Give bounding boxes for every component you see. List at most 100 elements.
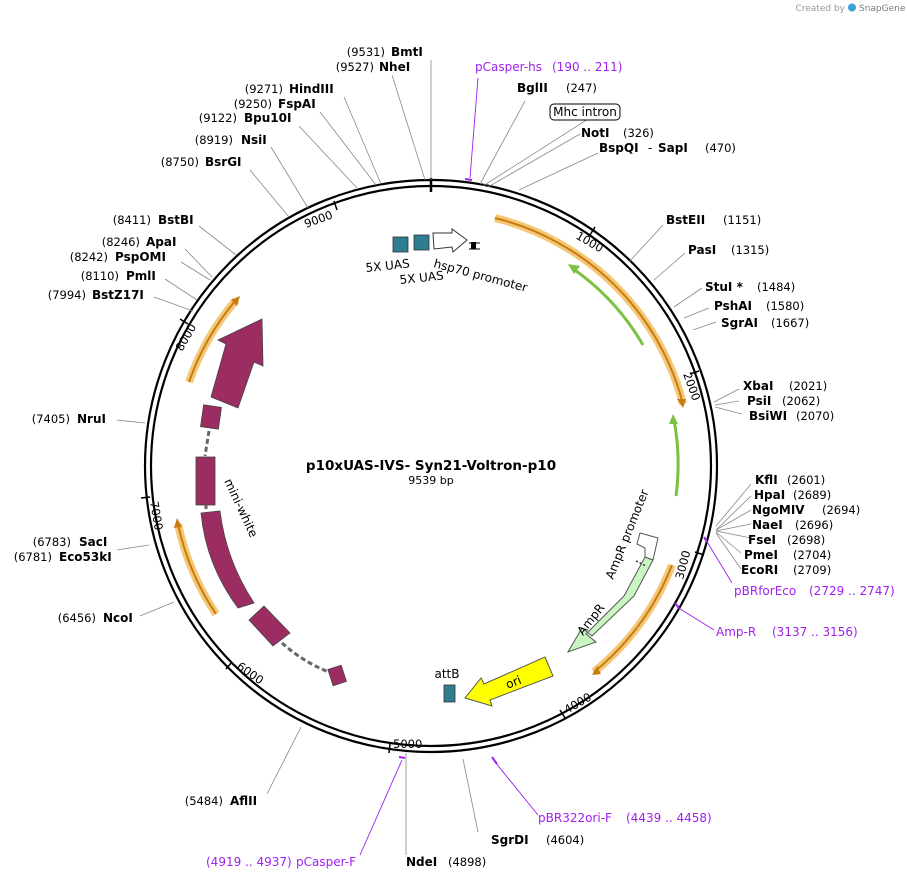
- mini-white-label: mini-white: [221, 476, 260, 539]
- site-pmei[interactable]: PmeI: [744, 548, 778, 562]
- site-bmti[interactable]: BmtI: [391, 45, 423, 59]
- site-bstz17i[interactable]: BstZ17I: [92, 288, 144, 302]
- ampr-promoter-dotted-mark: [635, 560, 647, 567]
- mini-white-exon-6[interactable]: [327, 664, 347, 687]
- site-ecori-pos: (2709): [793, 563, 831, 577]
- attb-label: attB: [435, 667, 460, 681]
- site-psii[interactable]: PsiI: [747, 394, 771, 408]
- site-noti-pos: (326): [623, 126, 654, 140]
- site-fspai[interactable]: FspAI: [278, 97, 316, 111]
- site-nhei[interactable]: NheI: [379, 60, 410, 74]
- site-bsiwi-pos: (2070): [796, 409, 834, 423]
- site-sgrai[interactable]: SgrAI: [721, 316, 758, 330]
- tick-label-9000: 9000: [302, 208, 334, 231]
- credit-text: Created by: [795, 4, 845, 14]
- site-bsteii-pos: (1151): [723, 213, 761, 227]
- mini-white-exon-2[interactable]: [200, 404, 222, 430]
- primer-pbrforeco-range: (2729 .. 2747): [809, 584, 895, 598]
- site-bsteii[interactable]: BstEII: [666, 213, 705, 227]
- site-hpai-pos: (2689): [793, 488, 831, 502]
- uas-label-2: 5X UAS: [399, 268, 445, 287]
- site-psii-pos: (2062): [782, 394, 820, 408]
- green-feature-arc-2[interactable]: [672, 419, 680, 497]
- primer-pbr322ori-f[interactable]: pBR322ori-F: [538, 811, 612, 825]
- snapgene-logo-icon: [848, 3, 856, 12]
- site-aflii[interactable]: AflII: [230, 794, 257, 808]
- site-bglii-pos: (247): [566, 81, 597, 95]
- orf-arc-upperleft[interactable]: [188, 299, 237, 383]
- uas-box-1[interactable]: [392, 236, 409, 253]
- orf-arc-lower[interactable]: [593, 564, 673, 673]
- primer-pcasper-f-range: (4919 .. 4937): [206, 855, 292, 869]
- site-ecori[interactable]: EcoRI: [741, 563, 778, 577]
- site-bspqi[interactable]: BspQI: [599, 141, 639, 155]
- site-pasi-pos: (1315): [731, 243, 769, 257]
- site-bsrgi[interactable]: BsrGI: [205, 155, 242, 169]
- mhc-intron-label: Mhc intron: [553, 105, 617, 119]
- site-fsei[interactable]: FseI: [748, 533, 776, 547]
- site-nhei-pos: (9527): [336, 60, 374, 74]
- ori-arrow[interactable]: [464, 656, 554, 707]
- site-pmli[interactable]: PmlI: [126, 269, 156, 283]
- orf-arc-left[interactable]: [177, 523, 217, 615]
- site-ndei[interactable]: NdeI: [406, 855, 437, 869]
- site-nsii[interactable]: NsiI: [241, 133, 267, 147]
- orf-arc-right-arrowhead: [677, 399, 686, 408]
- site-ncoi[interactable]: NcoI: [103, 611, 133, 625]
- site-apai[interactable]: ApaI: [146, 235, 176, 249]
- site-xbai[interactable]: XbaI: [743, 379, 773, 393]
- site-noti[interactable]: NotI: [581, 126, 610, 140]
- site-bstz17i-pos: (7994): [48, 288, 86, 302]
- site-kfli[interactable]: KflI: [755, 473, 778, 487]
- tick-label-5000: 5000: [393, 737, 422, 751]
- green-feature-arc-1[interactable]: [571, 266, 645, 346]
- primer-pbr322ori-f-range: (4439 .. 4458): [626, 811, 712, 825]
- site-sapi[interactable]: SapI: [658, 141, 688, 155]
- ampr-arrow[interactable]: [566, 556, 654, 653]
- tick-label-6000: 6000: [234, 659, 266, 687]
- uas-box-2[interactable]: [413, 234, 430, 251]
- site-nsii-pos: (8919): [195, 133, 233, 147]
- tick-label-7000: 7000: [147, 500, 166, 531]
- site-bpu10i-pos: (9122): [199, 111, 237, 125]
- site-stui[interactable]: StuI *: [705, 280, 744, 294]
- primer-pcasper-hs-range: (190 .. 211): [552, 60, 622, 74]
- site-bsiwi[interactable]: BsiWI: [749, 409, 787, 423]
- primer-pcasper-f[interactable]: pCasper-F: [296, 855, 356, 869]
- mini-white-exon-1[interactable]: [210, 318, 264, 409]
- site-ngomiv[interactable]: NgoMIV: [752, 503, 805, 517]
- site-aflii-pos: (5484): [185, 794, 223, 808]
- site-bstbi[interactable]: BstBI: [158, 213, 194, 227]
- orf-arc-right[interactable]: [494, 217, 684, 405]
- primer-pcasper-hs[interactable]: pCasper-hs: [475, 60, 542, 74]
- snapgene-brand: SnapGene: [859, 4, 906, 14]
- site-xbai-pos: (2021): [789, 379, 827, 393]
- site-hpai[interactable]: HpaI: [754, 488, 785, 502]
- site-bpu10i[interactable]: Bpu10I: [244, 111, 291, 125]
- ampr-promoter-arrow[interactable]: [636, 532, 659, 561]
- site-pspomi[interactable]: PspOMI: [115, 250, 166, 264]
- primer-pbrforeco[interactable]: pBRforEco: [734, 584, 796, 598]
- plasmid-length: 9539 bp: [408, 474, 453, 487]
- site-nrui[interactable]: NruI: [77, 412, 106, 426]
- site-bglii[interactable]: BglII: [517, 81, 548, 95]
- site-ngomiv-pos: (2694): [822, 503, 860, 517]
- site-sgrdi[interactable]: SgrDI: [491, 833, 529, 847]
- site-nrui-pos: (7405): [32, 412, 70, 426]
- mhc-intron-box[interactable]: [549, 103, 621, 121]
- primer-amp-r[interactable]: Amp-R: [716, 625, 756, 639]
- site-eco53ki[interactable]: Eco53kI: [59, 550, 112, 564]
- site-saci[interactable]: SacI: [79, 535, 107, 549]
- mini-white-exon-5[interactable]: [248, 605, 291, 647]
- site-hindiii[interactable]: HindIII: [289, 82, 334, 96]
- hsp70-promoter-label: hsp70 promoter: [432, 256, 529, 294]
- mini-white-exon-3[interactable]: [195, 456, 216, 506]
- site-naei[interactable]: NaeI: [752, 518, 783, 532]
- mini-white-exon-4[interactable]: [200, 510, 255, 609]
- attb-box[interactable]: [443, 684, 456, 703]
- green-feature-arc-2-arrowhead: [669, 414, 678, 424]
- site-pasi[interactable]: PasI: [688, 243, 716, 257]
- site-pshai[interactable]: PshAI: [714, 299, 752, 313]
- green-feature-arc-1-arrowhead: [568, 264, 580, 274]
- hsp70-promoter-arrow[interactable]: [432, 228, 468, 253]
